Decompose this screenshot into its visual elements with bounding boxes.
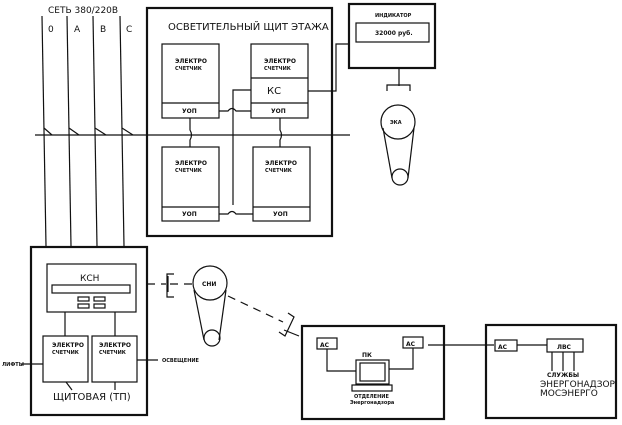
as-left-to-pc-wire — [326, 349, 356, 372]
svg-text:УОП: УОП — [182, 211, 197, 218]
indicator-display — [355, 22, 430, 43]
floor-meter-3: ЭЛЕКТРО СЧЕТЧИК УОП — [161, 146, 220, 222]
phase-label-0: 0 — [48, 25, 54, 35]
indicator-box — [347, 2, 437, 70]
floor-panel-box — [145, 6, 334, 238]
floor-panel-title: ОСВЕТИТЕЛЬНЫЙ ЩИТ ЭТАЖА — [168, 20, 329, 33]
svg-text:СЧЕТЧИК: СЧЕТЧИК — [99, 350, 127, 356]
services-as-label: АС — [498, 344, 508, 351]
floor-meter-1: ЭЛЕКТРО СЧЕТЧИК УОП — [161, 43, 220, 119]
lan-box — [546, 338, 584, 353]
sni-link-dashed — [227, 295, 284, 323]
indicator-title: ИНДИКАТОР — [375, 13, 412, 19]
office-as-left-label: АС — [320, 342, 330, 349]
network-title: СЕТЬ 380/220В — [48, 6, 118, 16]
svg-text:СЧЕТЧИК: СЧЕТЧИК — [265, 168, 293, 174]
ksn-label: КСН — [80, 274, 99, 284]
phase-label-a: A — [74, 25, 81, 35]
ks-to-indicator-wire — [308, 43, 350, 92]
svg-text:ЭЛЕКТРО: ЭЛЕКТРО — [264, 58, 296, 65]
phase-line-b — [92, 15, 98, 247]
svg-text:СЧЕТЧИК: СЧЕТЧИК — [52, 350, 80, 356]
lifts-label: ЛИФТЫ — [2, 362, 24, 368]
floor-panel-wiring — [189, 89, 283, 215]
lan-label: ЛВС — [557, 344, 572, 351]
office-box — [300, 324, 446, 421]
svg-text:ЭЛЕКТРО: ЭЛЕКТРО — [52, 342, 84, 349]
ksn-display — [51, 284, 131, 294]
phase-label-c: C — [126, 25, 132, 35]
phase-line-a — [66, 15, 72, 247]
svg-text:СЧЕТЧИК: СЧЕТЧИК — [175, 66, 203, 72]
svg-text:ЭЛЕКТРО: ЭЛЕКТРО — [265, 160, 297, 167]
svg-text:ЭЛЕКТРО: ЭЛЕКТРО — [175, 160, 207, 167]
sni-device-icon — [192, 265, 228, 347]
sni-label: СНИ — [202, 281, 216, 288]
svg-text:СЧЕТЧИК: СЧЕТЧИК — [175, 168, 203, 174]
phase-label-b: B — [100, 25, 106, 35]
office-caption-2: Энергонадзора — [350, 400, 394, 406]
lan-drops — [551, 352, 575, 371]
office-caption-1: ОТДЕЛЕНИЕ — [354, 394, 389, 400]
switchboard-meter-2: ЭЛЕКТРО СЧЕТЧИК — [91, 335, 138, 383]
as-right-to-pc-wire — [389, 348, 414, 370]
sni-connector-icon — [147, 273, 193, 298]
pc-monitor-icon — [351, 359, 393, 392]
eka-connector-icon — [386, 68, 411, 91]
office-as-right-label: АС — [406, 341, 416, 348]
svg-text:УОП: УОП — [273, 211, 288, 218]
lighting-label: ОСВЕЩЕНИЕ — [162, 358, 200, 364]
phase-line-0 — [41, 15, 47, 247]
floor-meter-4: ЭЛЕКТРО СЧЕТЧИК УОП — [252, 146, 311, 222]
services-line-3: МОСЭНЕРГО — [540, 389, 598, 399]
services-line-2: ЭНЕРГОНАДЗОР — [540, 380, 616, 390]
switchboard-title: ЩИТОВАЯ (ТП) — [53, 392, 131, 403]
ks-module-label: КС — [267, 86, 281, 97]
meter-1-lead — [65, 381, 73, 391]
phase-line-c — [119, 15, 125, 247]
office-connector-icon — [278, 312, 300, 337]
switchboard-box — [29, 245, 149, 417]
services-line-1: СЛУЖБЫ — [547, 372, 579, 379]
switchboard-meter-1: ЭЛЕКТРО СЧЕТЧИК — [42, 335, 89, 383]
pc-label: ПК — [362, 352, 372, 359]
svg-text:СЧЕТЧИК: СЧЕТЧИК — [264, 66, 292, 72]
eka-label: ЭКА — [390, 120, 402, 126]
bus-taps — [43, 127, 134, 136]
ksn-keypad-icon — [77, 296, 106, 309]
floor-meter-2: ЭЛЕКТРО СЧЕТЧИК КС УОП — [250, 43, 309, 119]
eka-device-icon — [380, 104, 416, 186]
svg-text:УОП: УОП — [182, 108, 197, 115]
svg-text:УОП: УОП — [271, 108, 286, 115]
indicator-value: 32000 руб. — [375, 30, 413, 37]
svg-text:ЭЛЕКТРО: ЭЛЕКТРО — [175, 58, 207, 65]
services-box — [484, 323, 618, 420]
svg-text:ЭЛЕКТРО: ЭЛЕКТРО — [99, 342, 131, 349]
